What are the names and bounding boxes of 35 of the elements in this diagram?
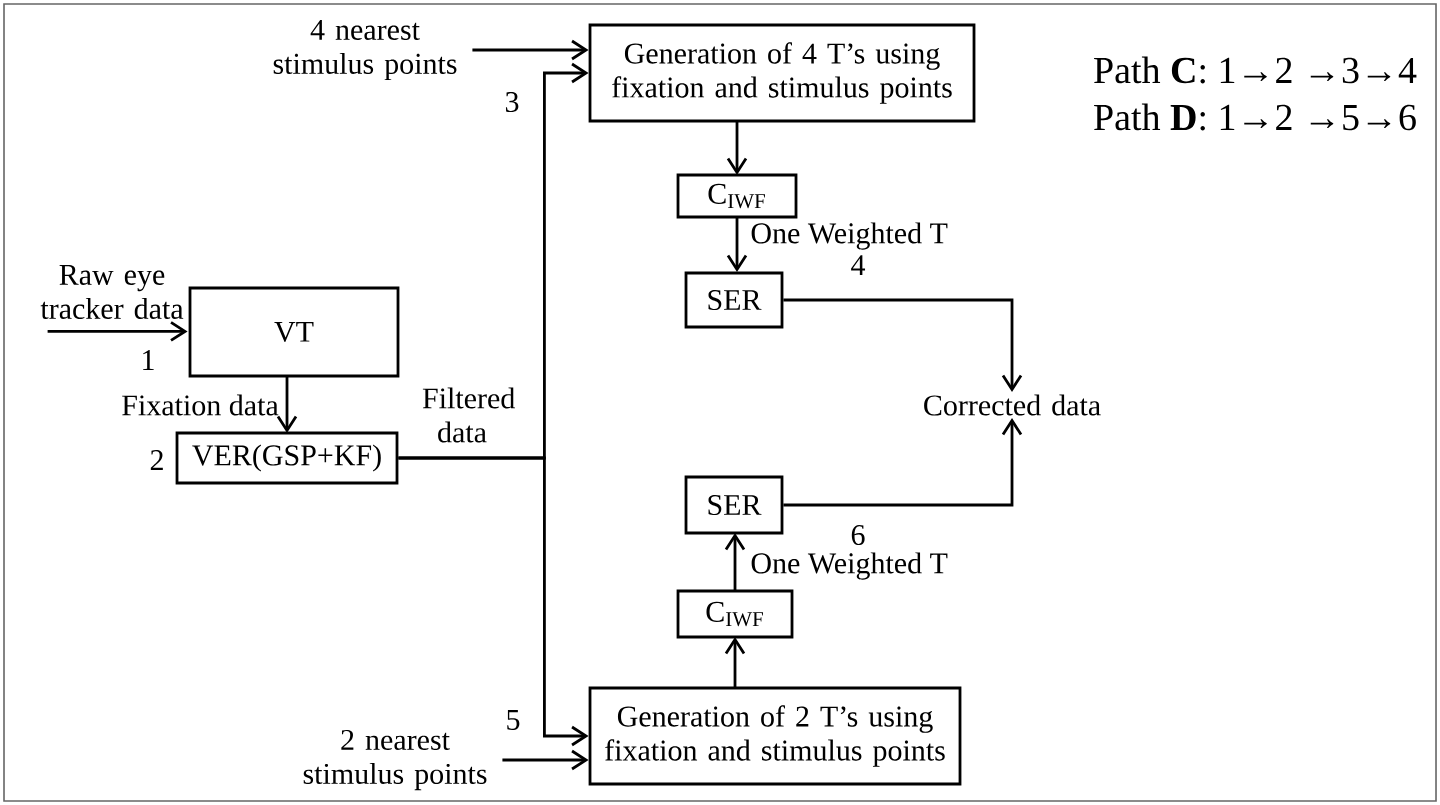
process-box: VT <box>188 286 400 378</box>
text-label: Corrected data <box>924 394 1101 416</box>
arrow <box>398 456 589 747</box>
edge-label: One Weighted T <box>751 222 948 250</box>
arrow <box>472 39 589 61</box>
arrow <box>502 749 589 771</box>
edge-label: Filtered data <box>422 387 515 443</box>
process-box: SER <box>684 271 784 329</box>
path-legend: Path C: 1→2 →3→4 <box>1094 56 1417 84</box>
process-box: VER(GSP+KF) <box>175 431 399 485</box>
text-label: 4 nearest stimulus points <box>273 19 457 81</box>
step-number: 1 <box>143 350 154 370</box>
edge-label: One Weighted T <box>751 552 948 580</box>
arrow <box>724 637 746 688</box>
process-box: SER <box>684 475 784 535</box>
path-legend: Path D: 1→2 →5→6 <box>1094 103 1416 131</box>
arrow <box>276 376 298 433</box>
arrow <box>726 121 748 175</box>
arrow <box>783 417 1023 507</box>
text-label: Raw eye tracker data <box>40 265 184 319</box>
step-number: 3 <box>505 91 519 113</box>
step-number: 5 <box>507 710 520 730</box>
process-box: Generation of 2 T’s using fixation and stimulus points <box>588 686 962 786</box>
process-box: C$_{IWF}$ <box>676 589 794 639</box>
step-number: 4 <box>851 255 866 275</box>
arrow <box>170 321 188 342</box>
process-box: C$_{IWF}$ <box>676 173 798 219</box>
arrow <box>783 298 1023 393</box>
process-box: Generation of 4 T’s using fixation and stimulus points <box>588 23 976 123</box>
step-number: 2 <box>150 450 163 470</box>
edge-label: Fixation data <box>122 394 279 416</box>
arrow <box>726 217 748 272</box>
arrow <box>724 533 746 590</box>
step-number: 6 <box>851 524 865 546</box>
text-label: 2 nearest stimulus points <box>303 729 487 791</box>
